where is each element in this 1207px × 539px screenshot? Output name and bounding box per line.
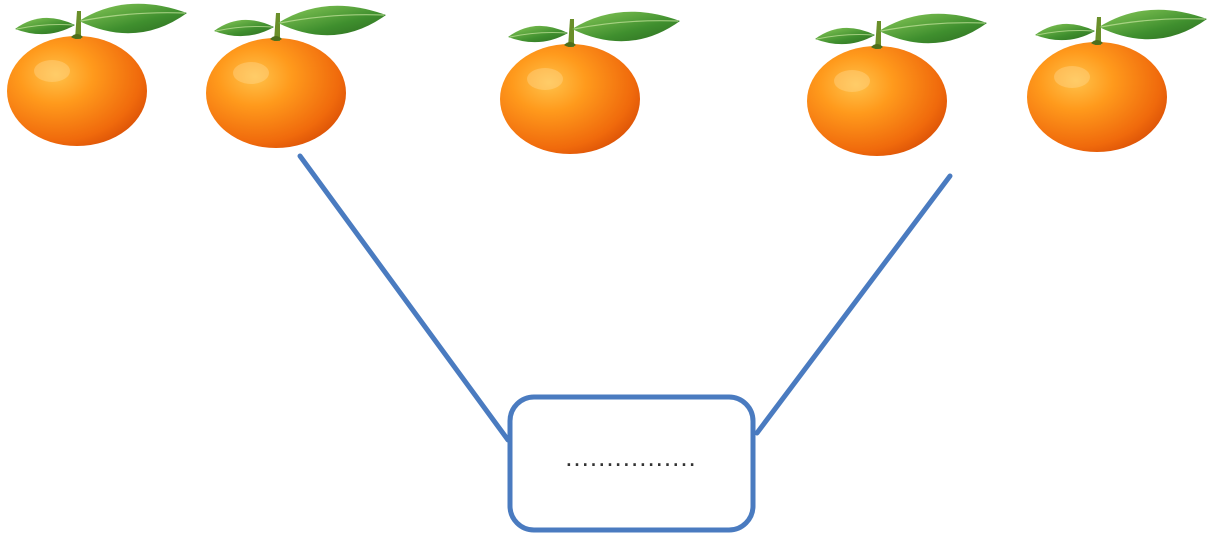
right-connector-line: [754, 173, 953, 436]
tangerine-icon: [205, 5, 387, 149]
left-connector-line: [297, 153, 511, 443]
tangerine-icon: [806, 13, 988, 157]
tangerine-icon: [1026, 9, 1207, 153]
answer-placeholder: ................: [565, 442, 697, 472]
tangerine-icon: [6, 3, 188, 147]
answer-box[interactable]: [507, 394, 756, 533]
tangerine-icon: [499, 11, 681, 155]
